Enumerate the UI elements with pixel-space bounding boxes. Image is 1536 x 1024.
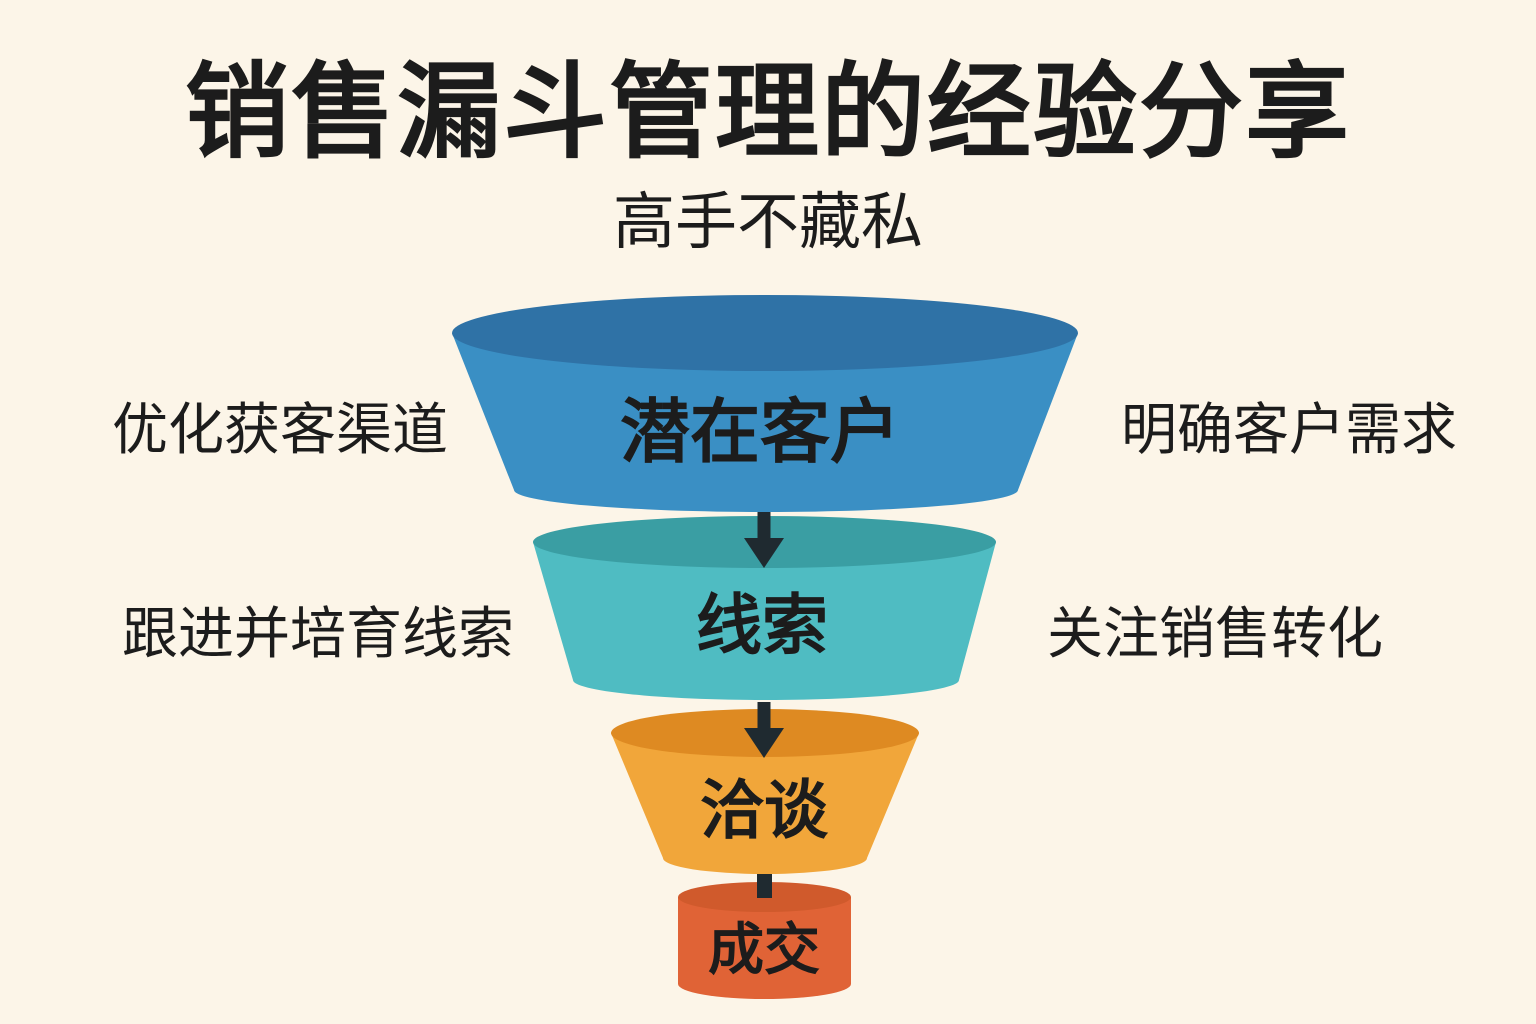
funnel-stage-potential-customers: 潜在客户 — [452, 295, 1078, 512]
connector-bar — [757, 874, 772, 898]
note-focus-sales-conversion: 关注销售转化 — [1047, 602, 1383, 667]
arrow-head — [744, 728, 784, 758]
arrow-head — [744, 538, 784, 568]
funnel-stage-3-body — [611, 733, 919, 874]
note-optimize-acquisition-channels: 优化获客渠道 — [112, 398, 448, 463]
funnel-stage-2-body — [533, 542, 996, 700]
arrow-potential-to-leads — [744, 512, 784, 568]
funnel-stage-1-label: 潜在客户 — [620, 391, 900, 473]
note-follow-up-nurture-leads: 跟进并培育线索 — [122, 602, 514, 667]
funnel-stage-4-body — [678, 897, 851, 1000]
arrow-leads-to-negotiation — [744, 702, 784, 758]
funnel-stage-1-body — [452, 333, 1078, 512]
page-subtitle: 高手不藏私 — [612, 185, 923, 258]
funnel-stage-negotiation: 洽谈 — [611, 709, 919, 874]
note-clarify-customer-needs: 明确客户需求 — [1121, 398, 1457, 463]
funnel-stage-4-label: 成交 — [708, 918, 820, 983]
funnel-stage-leads: 线索 — [533, 516, 996, 700]
funnel-stage-closed-deal: 成交 — [678, 882, 851, 1000]
funnel-stage-1-top — [452, 295, 1078, 371]
funnel-stage-3-label: 洽谈 — [700, 775, 829, 849]
connector-negotiation-to-deal — [757, 874, 772, 898]
page-title: 销售漏斗管理的经验分享 — [184, 51, 1351, 173]
funnel-stage-2-label: 线索 — [696, 587, 828, 664]
